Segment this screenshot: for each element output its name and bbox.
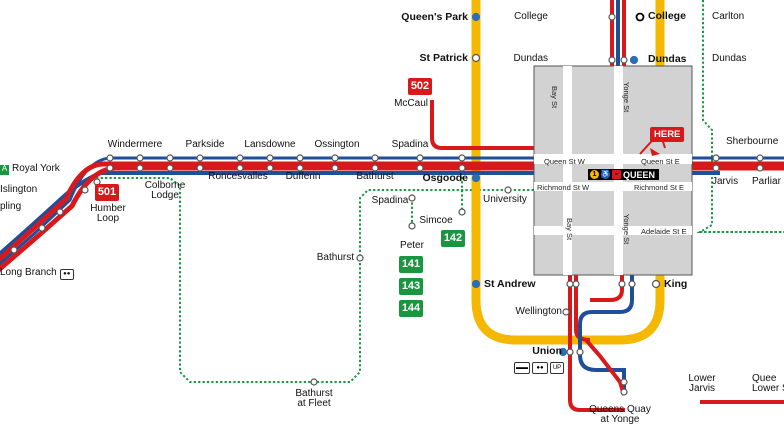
station-windermere[interactable]: Windermere [107, 139, 163, 150]
street-richmond-e: Richmond St E [634, 183, 685, 192]
station-simcoe[interactable]: Simcoe [419, 215, 453, 226]
station-bathurst-side[interactable]: Bathurst [316, 252, 354, 263]
station-st-andrew[interactable]: St Andrew [484, 278, 536, 290]
station-parliament[interactable]: Parliar [752, 176, 781, 187]
street-queen-w: Queen St W [544, 157, 585, 166]
subway-line-1-icon: 1 [590, 170, 599, 179]
station-lower-jarvis[interactable]: Lower Jarvis [688, 373, 716, 394]
accessible-icon: ♿ [601, 170, 610, 179]
street-richmond-w: Richmond St W [537, 183, 590, 192]
you-are-here-marker: HERE [650, 127, 685, 142]
station-jarvis[interactable]: Jarvis [712, 176, 739, 187]
station-dundas-right[interactable]: Dundas [712, 53, 747, 64]
go-train-icon: ▬▬ [514, 362, 530, 374]
streetcar-lines [0, 0, 784, 412]
streetcar-icon: ▪ [612, 170, 621, 179]
station-parkside[interactable]: Parkside [185, 139, 225, 150]
subway-icon: ●● [532, 362, 548, 374]
station-college[interactable]: College [648, 10, 686, 22]
route-142-badge[interactable]: 142 [441, 230, 465, 247]
station-st-patrick[interactable]: St Patrick [419, 52, 468, 64]
station-college-left[interactable]: College [514, 11, 548, 22]
route-143-badge[interactable]: 143 [399, 278, 423, 295]
station-lansdowne[interactable]: Lansdowne [244, 139, 296, 150]
queen-station-bar[interactable]: 1 ♿ ▪ QUEEN [588, 169, 660, 180]
station-long-branch[interactable]: Long Branch●● [0, 268, 74, 280]
station-bathurst[interactable]: Bathurst [356, 171, 394, 182]
station-colborne-lodge[interactable]: Colborne Lodge [144, 180, 186, 201]
station-bathurst-fleet[interactable]: Bathurst at Fleet [295, 388, 333, 409]
station-carlton[interactable]: Carlton [712, 11, 745, 22]
station-humber-loop[interactable]: Humber Loop [90, 203, 126, 224]
street-queen-e: Queen St E [641, 157, 680, 166]
route-141-badge[interactable]: 141 [399, 256, 423, 273]
station-ossington[interactable]: Ossington [314, 139, 360, 150]
station-roncesvalles[interactable]: Roncesvalles [208, 171, 268, 182]
street-yonge-bottom: Yonge St [622, 214, 631, 245]
station-peter[interactable]: Peter [400, 240, 424, 251]
station-islington[interactable]: Islington [0, 184, 38, 195]
station-dots [10, 12, 764, 396]
street-bay-top: Bay St [550, 86, 559, 109]
station-kipling[interactable]: pling [0, 201, 22, 212]
station-wellington[interactable]: Wellington [515, 306, 562, 317]
station-queens-quay[interactable]: Queens Quay at Yonge [589, 404, 651, 425]
station-dufferin[interactable]: Dufferin [285, 171, 321, 182]
station-university[interactable]: University [483, 194, 527, 205]
route-501-badge[interactable]: 501 [95, 184, 119, 201]
station-dundas[interactable]: Dundas [648, 53, 687, 65]
street-adelaide-e: Adelaide St E [641, 227, 687, 236]
station-mccaul[interactable]: McCaul [394, 98, 428, 109]
route-a-icon: A [0, 164, 9, 175]
station-lower-sherbourne[interactable]: Quee Lower S [752, 373, 784, 394]
station-dundas-left[interactable]: Dundas [513, 53, 548, 64]
station-sherbourne[interactable]: Sherbourne [726, 136, 779, 147]
station-osgoode[interactable]: Osgoode [422, 172, 468, 184]
station-spadina-low[interactable]: Spadina [371, 195, 409, 206]
route-502-badge[interactable]: 502 [408, 78, 432, 95]
street-bay-bottom: Bay St [565, 218, 574, 241]
station-union[interactable]: Union [532, 345, 562, 357]
street-yonge-top: Yonge St [622, 82, 631, 113]
queen-station-label: QUEEN [623, 169, 656, 180]
train-icon: ●● [59, 269, 74, 280]
station-spadina-top[interactable]: Spadina [391, 139, 429, 150]
station-queens-park[interactable]: Queen's Park [401, 11, 468, 23]
up-express-icon: UP [550, 362, 564, 374]
station-king[interactable]: King [664, 278, 688, 290]
route-144-badge[interactable]: 144 [399, 300, 423, 317]
